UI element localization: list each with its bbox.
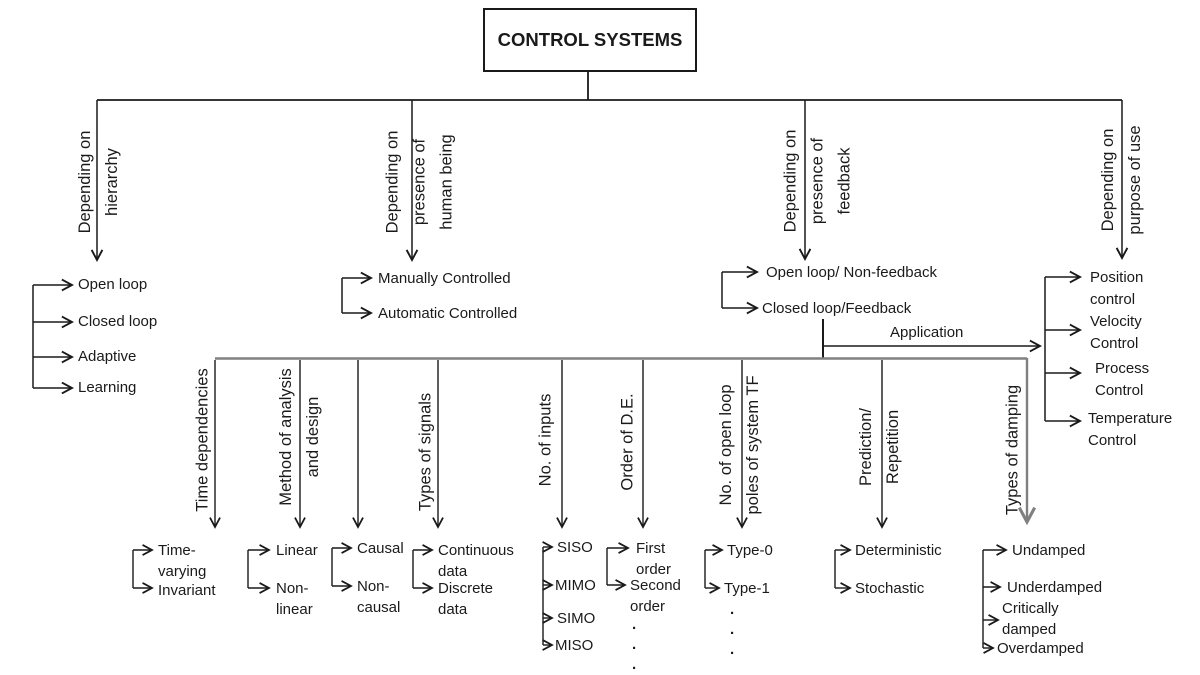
leaf-invariant: Invariant	[158, 582, 216, 599]
leaf-miso: MISO	[555, 637, 594, 654]
leaf-undamped: Undamped	[1012, 542, 1086, 559]
feedback-bracket	[721, 265, 760, 315]
sub-types-signals-label: Types of signals	[416, 392, 435, 512]
leaf-linear: Linear	[276, 542, 318, 559]
leaf-manually-controlled: Manually Controlled	[378, 270, 511, 287]
title-box: CONTROL SYSTEMS	[483, 8, 697, 72]
page-title: CONTROL SYSTEMS	[497, 29, 683, 50]
leaf-open-loop-non-feedback: Open loop/ Non-feedback	[766, 264, 937, 281]
leaf-overdamped: Overdamped	[997, 640, 1084, 657]
leaf-open-loop: Open loop	[78, 276, 148, 293]
leaf-process-control: Process Control	[1095, 360, 1150, 399]
order-de-ellipsis: . . .	[632, 616, 637, 673]
leaf-mimo: MIMO	[555, 577, 596, 594]
leaf-simo: SIMO	[557, 610, 596, 627]
sub-branch-arrows	[209, 360, 888, 529]
leaf-closed-loop-feedback: Closed loop/Feedback	[762, 300, 912, 317]
branch-purpose-label: Depending on purpose of use	[1099, 125, 1144, 235]
human-being-bracket	[341, 271, 374, 320]
leaf-critically-damped: Critically damped	[1002, 600, 1059, 638]
leaf-automatic-controlled: Automatic Controlled	[378, 305, 518, 322]
application-connector	[822, 319, 1043, 359]
leaf-non-causal: Non- causal	[357, 578, 401, 616]
purpose-bracket	[1044, 270, 1083, 428]
leaf-non-linear: Non- linear	[276, 580, 313, 618]
leaf-brackets	[132, 541, 1008, 654]
sub-time-dependencies-label: Time dependencies	[193, 368, 212, 512]
branch-hierarchy-label: Depending on hierarchy	[76, 130, 121, 234]
leaf-adaptive: Adaptive	[78, 348, 137, 365]
leaf-deterministic: Deterministic	[855, 542, 942, 559]
type-ellipsis: . . .	[730, 601, 735, 658]
top-branch-arrows	[90, 100, 1129, 263]
sub-types-damping-label: Types of damping	[1003, 384, 1022, 516]
leaf-position-control: Position control	[1090, 269, 1144, 308]
leaf-siso: SISO	[557, 539, 593, 556]
leaf-continuous-data: Continuous data	[438, 542, 514, 580]
leaf-causal: Causal	[357, 540, 404, 557]
leaf-underdamped: Underdamped	[1007, 579, 1103, 596]
leaf-time-varying: Time- varying	[158, 542, 207, 580]
leaf-learning: Learning	[78, 379, 137, 396]
sub-no-inputs-label: No. of inputs	[536, 393, 555, 487]
leaf-temperature-control: Temperature Control	[1088, 410, 1173, 449]
application-label: Application	[890, 324, 964, 341]
leaf-type-0: Type-0	[727, 542, 773, 559]
sub-prediction-repetition-label: Prediction/ Repetition	[857, 408, 902, 486]
branch-feedback-label: Depending on presence of feedback	[781, 129, 854, 233]
leaf-type-1: Type-1	[724, 580, 770, 597]
hierarchy-bracket	[32, 278, 75, 395]
leaf-closed-loop: Closed loop	[78, 313, 158, 330]
sub-open-loop-poles-label: No. of open loop poles of system TF	[717, 375, 762, 515]
leaf-second-order: Second order	[630, 577, 681, 615]
branch-human-being-label: Depending on presence of human being	[383, 130, 456, 234]
main-trunk	[97, 68, 1122, 101]
leaf-discrete-data: Discrete data	[438, 580, 494, 618]
leaf-stochastic: Stochastic	[855, 580, 925, 597]
leaf-first-order: First order	[636, 540, 672, 578]
sub-order-de-label: Order of D.E.	[618, 393, 637, 491]
sub-method-analysis-label: Method of analysis and design	[277, 368, 322, 506]
leaf-velocity-control: Velocity Control	[1090, 313, 1142, 352]
